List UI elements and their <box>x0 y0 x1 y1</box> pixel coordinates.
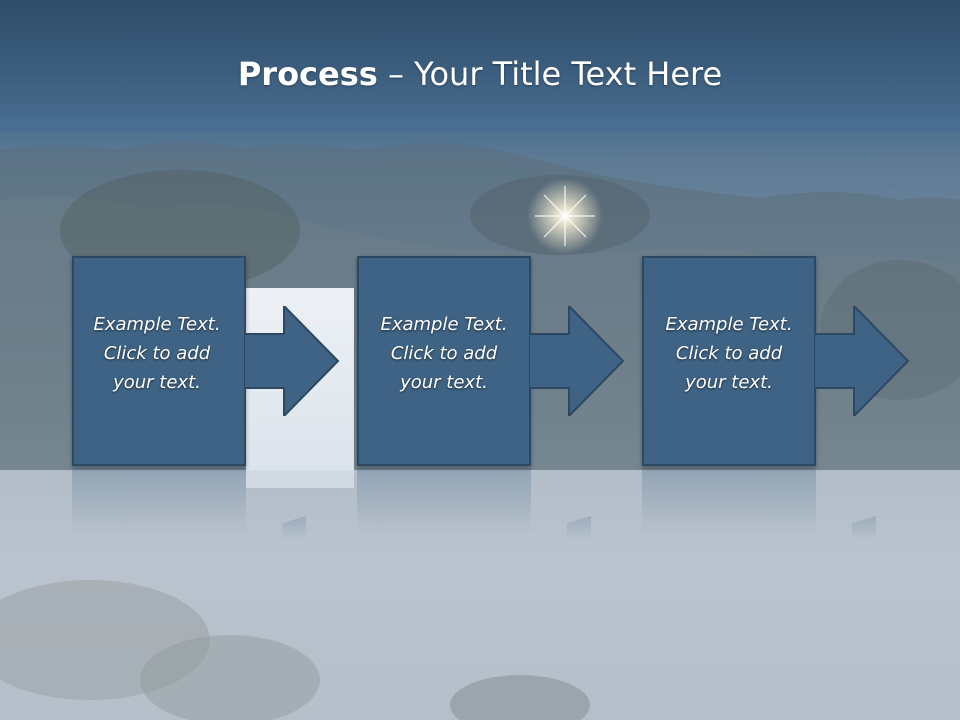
step-2-text[interactable]: Example Text. Click to add your text. <box>357 310 531 397</box>
title-rest: – Your Title Text Here <box>377 55 723 93</box>
step-text-line: Example Text. <box>380 314 508 335</box>
step-1-reflection <box>72 468 246 534</box>
header-fade <box>0 118 960 158</box>
step-3-box[interactable] <box>642 256 816 466</box>
arrow-right-icon <box>244 306 340 416</box>
title-bold: Process <box>237 55 378 93</box>
step-1-text[interactable]: Example Text. Click to add your text. <box>70 310 244 397</box>
step-text-line: Click to add <box>675 343 783 364</box>
step-1-box[interactable] <box>72 256 246 466</box>
arrow-right-icon <box>814 306 910 416</box>
step-3-reflection <box>642 468 816 534</box>
step-text-line: your text. <box>113 372 201 393</box>
arrow-right-icon <box>529 306 625 416</box>
step-2-reflection <box>357 468 531 534</box>
step-text-line: your text. <box>400 372 488 393</box>
header-band <box>0 0 960 132</box>
step-text-line: Click to add <box>103 343 211 364</box>
step-text-line: your text. <box>685 372 773 393</box>
step-3-text[interactable]: Example Text. Click to add your text. <box>642 310 816 397</box>
step-text-line: Example Text. <box>93 314 221 335</box>
step-text-line: Example Text. <box>665 314 793 335</box>
slide-title[interactable]: Process – Your Title Text Here <box>0 52 960 96</box>
step-2-box[interactable] <box>357 256 531 466</box>
step-text-line: Click to add <box>390 343 498 364</box>
